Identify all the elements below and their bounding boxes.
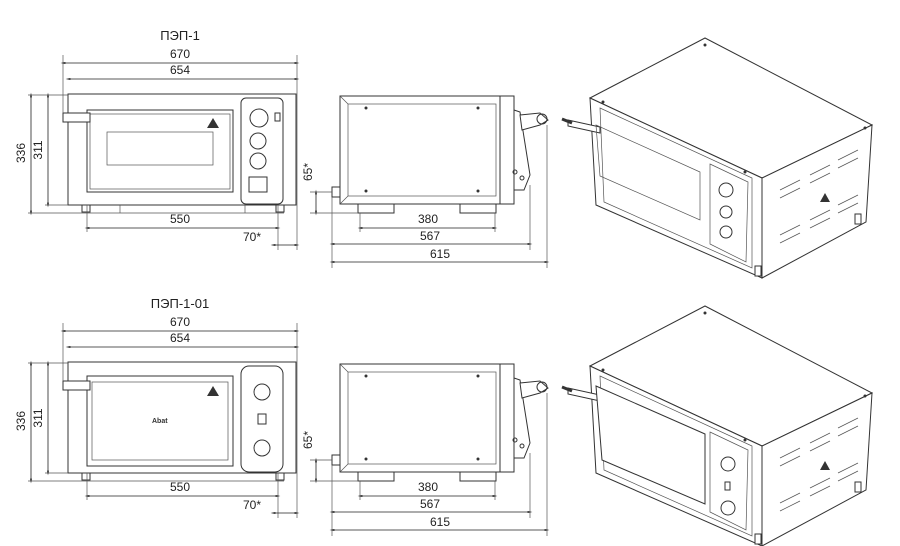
dim-height-total: 336 bbox=[14, 411, 28, 431]
dim-depth-total: 615 bbox=[430, 247, 450, 261]
side-view: 65* 380 567 615 bbox=[301, 95, 550, 268]
dim-panel-offset: 70* bbox=[243, 230, 261, 244]
dim-connector-height: 65* bbox=[301, 163, 315, 181]
dim-side-feet-span: 380 bbox=[418, 212, 438, 226]
dim-height-body: 311 bbox=[31, 408, 45, 427]
front-view: Abat 670 654 336 311 550 70* bbox=[14, 315, 300, 518]
dim-width-total: 670 bbox=[170, 47, 190, 61]
dim-height-total: 336 bbox=[14, 143, 28, 163]
dim-width-body: 654 bbox=[170, 63, 190, 77]
dim-depth-body: 567 bbox=[420, 497, 440, 511]
isometric-view bbox=[560, 304, 874, 546]
dim-depth-total: 615 bbox=[430, 515, 450, 529]
dim-side-feet-span: 380 bbox=[418, 480, 438, 494]
dim-width-body: 654 bbox=[170, 331, 190, 345]
dim-feet-span: 550 bbox=[170, 480, 190, 494]
dim-feet-span: 550 bbox=[170, 212, 190, 226]
dim-connector-height: 65* bbox=[301, 431, 315, 449]
model-row-2: ПЭП-1-01 Abat 670 654 336 311 550 70* 65… bbox=[14, 296, 874, 546]
dim-panel-offset: 70* bbox=[243, 498, 261, 512]
dim-depth-body: 567 bbox=[420, 229, 440, 243]
model-title: ПЭП-1 bbox=[160, 28, 200, 43]
isometric-view bbox=[560, 36, 874, 280]
dim-height-body: 311 bbox=[31, 140, 45, 159]
side-view: 65* 380 567 615 bbox=[301, 363, 550, 536]
front-view: 670 654 336 311 550 70* bbox=[14, 47, 300, 250]
model-row-1: ПЭП-1 670 654 336 311 550 70* 65* 380 56… bbox=[14, 28, 874, 280]
door-logo: Abat bbox=[152, 418, 168, 425]
dim-width-total: 670 bbox=[170, 315, 190, 329]
model-title: ПЭП-1-01 bbox=[151, 296, 209, 311]
